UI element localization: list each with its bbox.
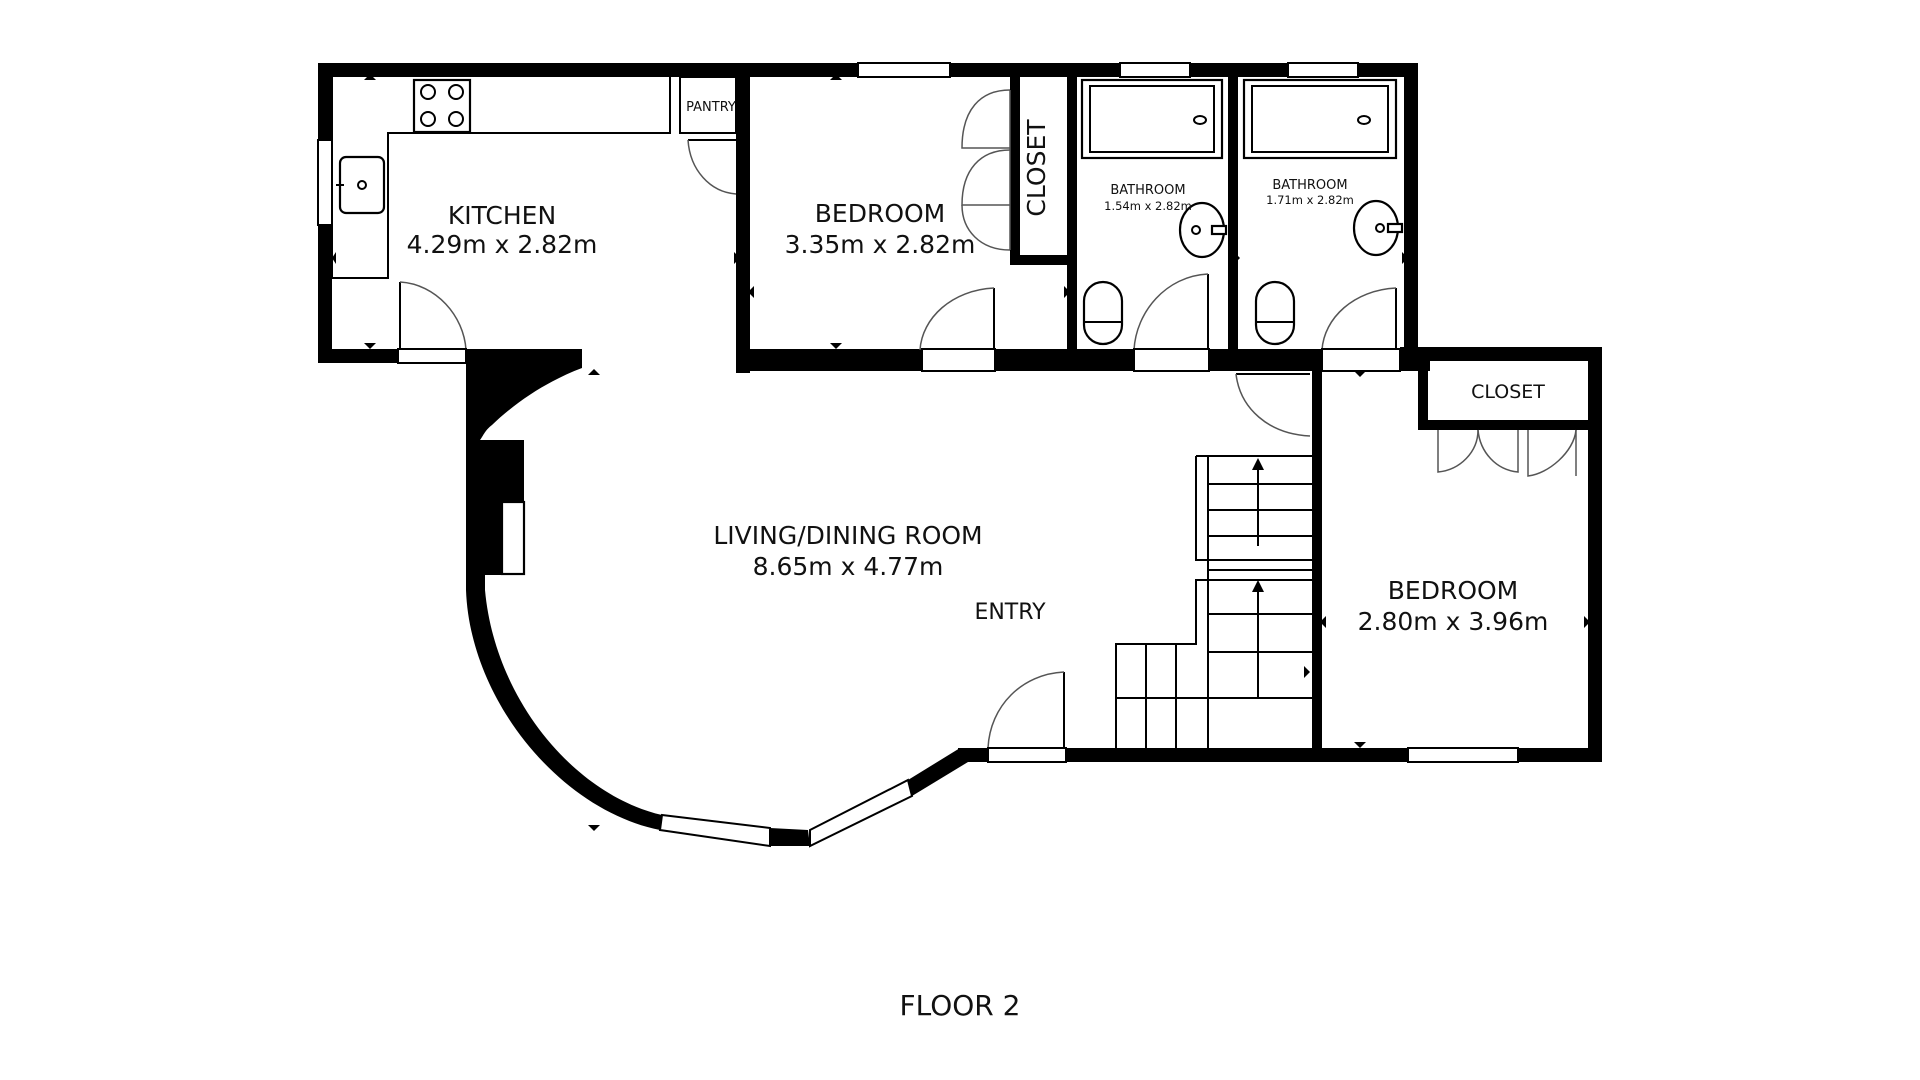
bathroom-2-dims: 1.71m x 2.82m	[1266, 193, 1354, 207]
toilet-1-icon	[1082, 280, 1124, 346]
kitchen-label: KITCHEN	[448, 201, 556, 230]
bathroom-1-dims: 1.54m x 2.82m	[1104, 199, 1192, 213]
bedroom-1-dims: 3.35m x 2.82m	[785, 230, 976, 259]
living-room-label: LIVING/DINING ROOM	[713, 521, 982, 550]
closet-doors-1	[961, 89, 1011, 251]
kitchen-counters	[331, 77, 671, 279]
walls	[318, 63, 1602, 846]
kitchen-sink-icon	[338, 155, 386, 215]
doors	[399, 139, 1577, 763]
bathroom-2-label: BATHROOM	[1272, 178, 1347, 193]
toilet-2-icon	[1254, 280, 1296, 346]
fireplace	[500, 500, 526, 576]
bedroom-1-label: BEDROOM	[815, 199, 946, 228]
closet-1-label: CLOSET	[1022, 119, 1051, 217]
stairs	[1115, 455, 1312, 748]
pantry-label: PANTRY	[686, 100, 736, 115]
bedroom-2-label: BEDROOM	[1388, 576, 1519, 605]
bedroom-2-dims: 2.80m x 3.96m	[1358, 607, 1549, 636]
floor-label: FLOOR 2	[900, 989, 1021, 1022]
entry-label: ENTRY	[974, 600, 1046, 625]
pantry-box	[679, 76, 737, 134]
bathroom-2-fixtures	[1242, 78, 1404, 346]
bathroom-1-fixtures	[1080, 78, 1228, 346]
kitchen-dims: 4.29m x 2.82m	[407, 230, 598, 259]
living-room-dims: 8.65m x 4.77m	[753, 552, 944, 581]
windows	[317, 62, 1519, 848]
dimension-markers	[332, 74, 1590, 831]
closet-2-label: CLOSET	[1471, 381, 1545, 403]
bathroom-1-label: BATHROOM	[1110, 183, 1185, 198]
bathtub-1-icon	[1080, 78, 1224, 160]
bathtub-2-icon	[1242, 78, 1398, 160]
